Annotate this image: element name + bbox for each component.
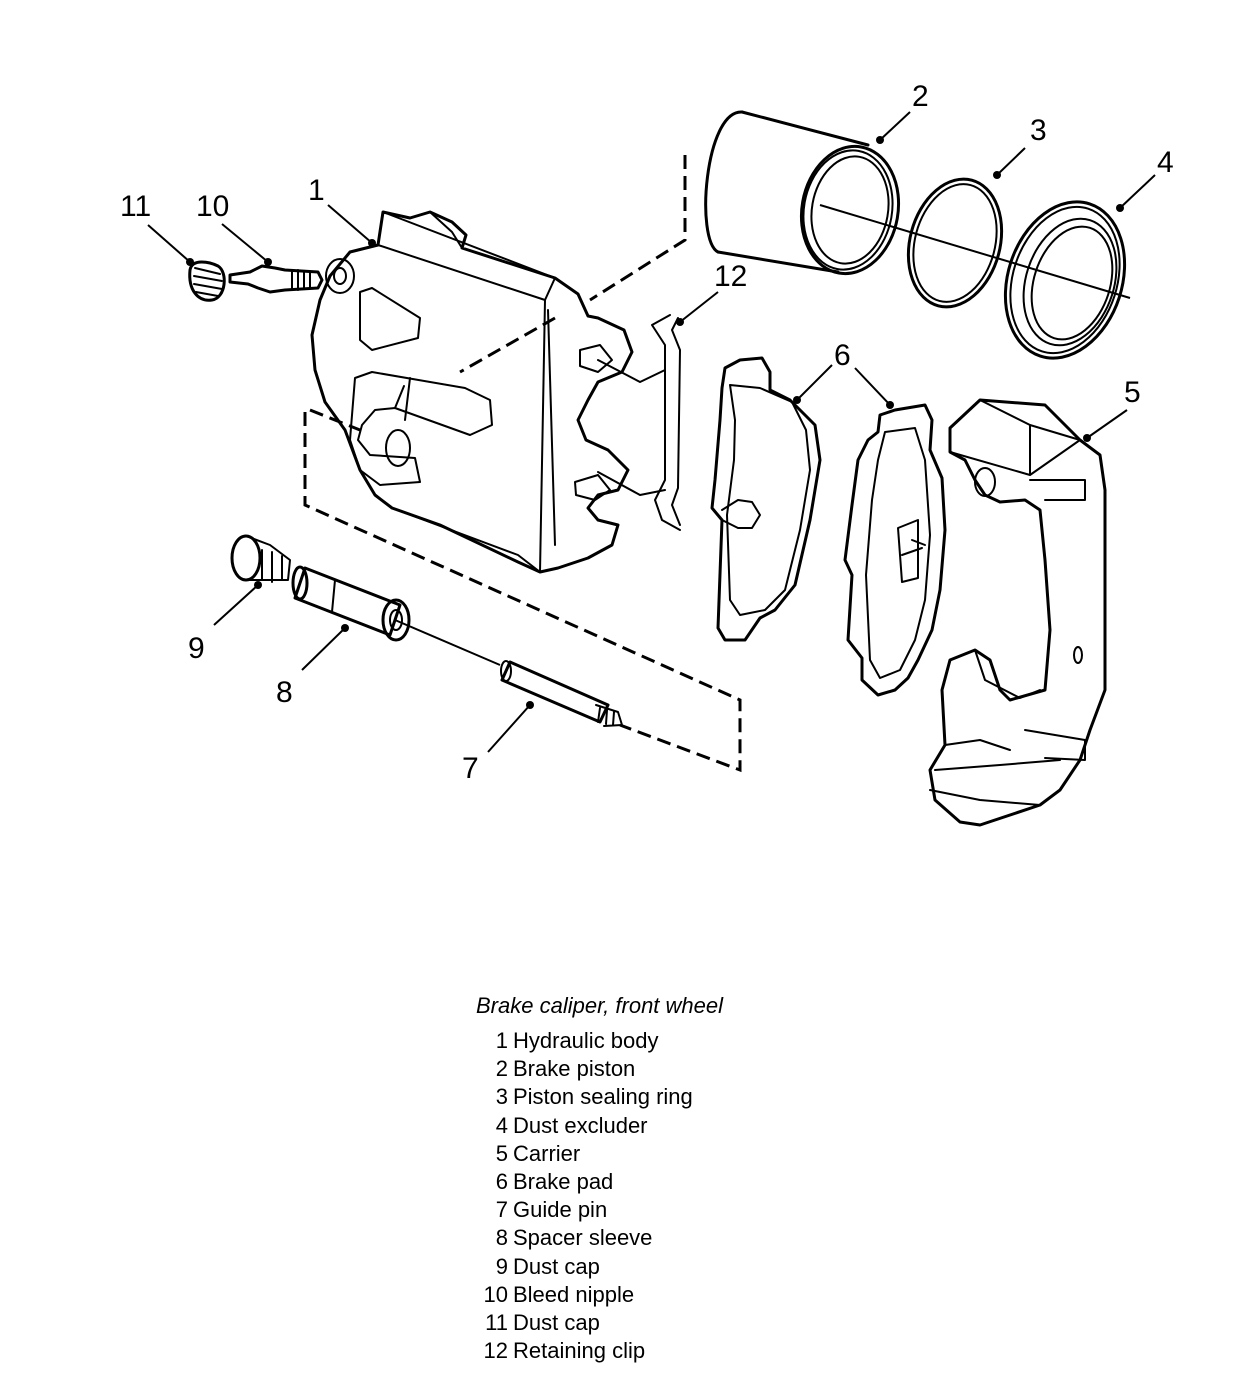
legend-item-number: 11	[485, 1310, 508, 1336]
hydraulic-body-drawing	[310, 210, 634, 574]
assembly-line-guide-pin	[303, 408, 742, 773]
dust-cap-11-drawing	[188, 260, 226, 302]
carrier-drawing	[928, 398, 1107, 827]
legend-item-number: 12	[483, 1338, 508, 1364]
brake-piston-drawing	[704, 110, 901, 276]
piston-sealing-ring-drawing	[906, 177, 1004, 309]
legend-item-label: Brake piston	[513, 1056, 636, 1082]
assembly-line-piston	[459, 155, 687, 374]
bleed-nipple-drawing	[228, 264, 324, 294]
callout-6: 6	[834, 339, 851, 372]
callout-8: 8	[276, 676, 293, 709]
callout-3: 3	[1030, 114, 1047, 147]
callout-9: 9	[188, 632, 205, 665]
legend-item-number: 7	[495, 1197, 508, 1223]
legend-item-label: Brake pad	[513, 1169, 614, 1195]
legend-item-label: Piston sealing ring	[513, 1084, 693, 1110]
callout-11: 11	[120, 190, 151, 223]
legend-item-number: 6	[495, 1169, 508, 1195]
callout-2: 2	[912, 80, 929, 113]
exploded-view-diagram: 1 2 3 4 5 6 6 7 8 9 10 11 12	[120, 80, 1174, 827]
legend-item-label: Dust cap	[513, 1310, 600, 1336]
callout-4: 4	[1157, 146, 1174, 179]
assembly-line-sleeve	[394, 619, 501, 666]
legend-item-label: Guide pin	[513, 1197, 608, 1223]
callout-7: 7	[462, 752, 479, 785]
guide-pin-drawing	[500, 660, 623, 727]
legend-item-label: Bleed nipple	[513, 1281, 635, 1307]
brake-pad-rear-drawing	[843, 403, 947, 697]
callout-12: 12	[714, 260, 747, 293]
dust-excluder-drawing	[1003, 200, 1127, 360]
legend-item-number: 4	[495, 1112, 508, 1138]
callout-1: 1	[308, 174, 325, 207]
legend-item-label: Dust excluder	[513, 1112, 648, 1138]
legend-item-number: 9	[495, 1253, 508, 1279]
legend-item-number: 10	[483, 1281, 508, 1307]
brake-pad-front-drawing	[710, 356, 822, 642]
legend-title: Brake caliper, front wheel	[476, 993, 724, 1018]
callout-10: 10	[196, 190, 229, 223]
callout-5: 5	[1124, 376, 1141, 409]
legend-item-number: 2	[495, 1056, 508, 1082]
legend-item-label: Retaining clip	[513, 1338, 646, 1364]
legend-item-number: 3	[495, 1084, 508, 1110]
retaining-clip-drawing	[597, 314, 681, 531]
legend-item-label: Carrier	[513, 1140, 581, 1166]
dust-cap-9-drawing	[230, 534, 291, 583]
legend-item-label: Dust cap	[513, 1253, 600, 1279]
leader-lines	[147, 111, 1156, 753]
center-axis-line	[819, 204, 1131, 299]
legend-item-label: Hydraulic body	[513, 1028, 659, 1053]
legend-item-number: 1	[495, 1028, 508, 1053]
spacer-sleeve-drawing	[291, 565, 411, 642]
legend-item-number: 8	[495, 1225, 508, 1251]
leader-dots	[186, 136, 1124, 709]
legend-item-number: 5	[495, 1140, 508, 1166]
legend-item-label: Spacer sleeve	[513, 1225, 653, 1251]
